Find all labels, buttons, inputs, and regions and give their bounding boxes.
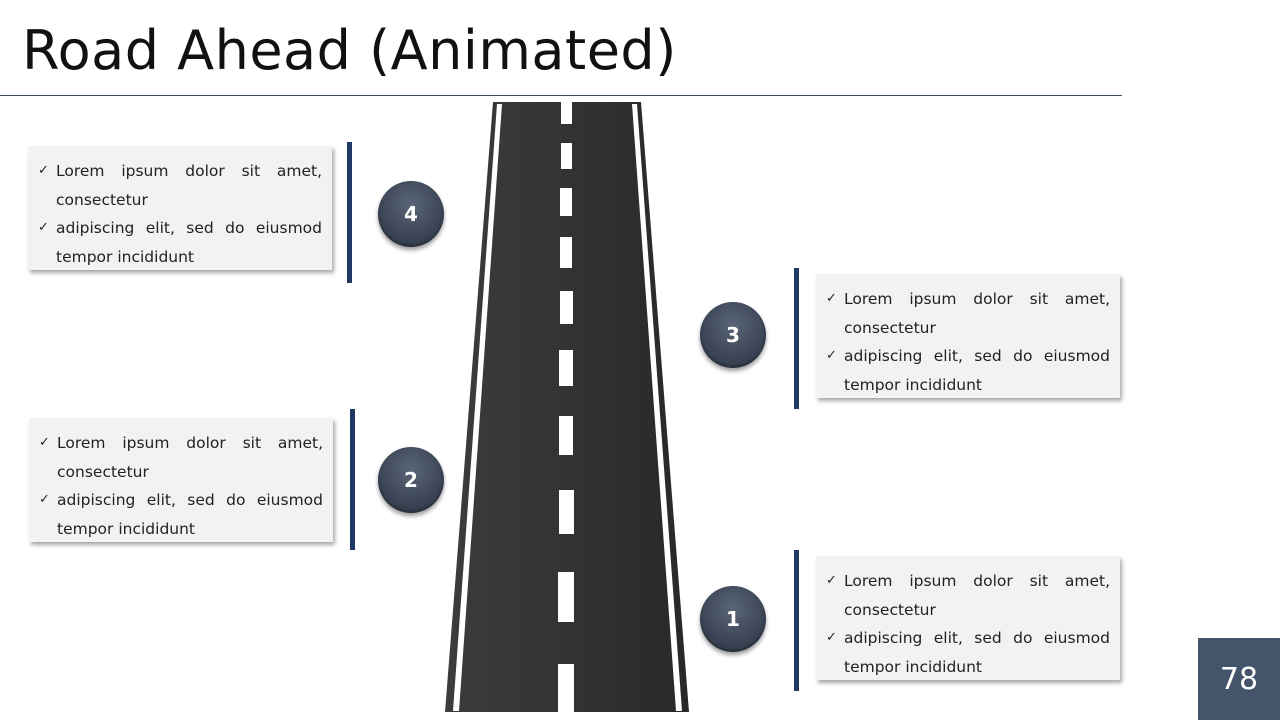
- check-icon: ✓: [39, 492, 50, 507]
- step-2-number-badge: 2: [378, 447, 444, 513]
- step-4-number-badge: 4: [378, 181, 444, 247]
- step-1-bullet: ✓ adipiscing elit, sed do eiusmod tempor…: [826, 624, 1110, 681]
- road-right-edge-line: [632, 104, 682, 711]
- check-icon: ✓: [826, 630, 837, 645]
- step-4-bullet: ✓ Lorem ipsum dolor sit amet, consectetu…: [38, 157, 322, 214]
- center-dash: [560, 291, 573, 324]
- check-icon: ✓: [826, 573, 837, 588]
- center-dash: [561, 102, 572, 124]
- center-dash: [559, 350, 573, 386]
- check-icon: ✓: [826, 348, 837, 363]
- step-3-accent-bar: [794, 268, 799, 409]
- page-number-badge: 78: [1198, 638, 1280, 720]
- check-icon: ✓: [39, 435, 50, 450]
- step-2-bullet-text: adipiscing elit, sed do eiusmod tempor i…: [57, 491, 323, 538]
- step-3-bullet-text: Lorem ipsum dolor sit amet, consectetur: [844, 290, 1110, 337]
- step-4-bullet-text: Lorem ipsum dolor sit amet, consectetur: [56, 162, 322, 209]
- step-3-card: ✓ Lorem ipsum dolor sit amet, consectetu…: [816, 274, 1120, 398]
- step-3-number-badge: 3: [700, 302, 766, 368]
- center-dash: [560, 188, 572, 216]
- step-2-bullet-text: Lorem ipsum dolor sit amet, consectetur: [57, 434, 323, 481]
- step-4-bullet: ✓ adipiscing elit, sed do eiusmod tempor…: [38, 214, 322, 271]
- center-dash: [558, 664, 574, 712]
- step-2-bullet: ✓ Lorem ipsum dolor sit amet, consectetu…: [39, 429, 323, 486]
- step-1-accent-bar: [794, 550, 799, 691]
- step-4-bullet-text: adipiscing elit, sed do eiusmod tempor i…: [56, 219, 322, 266]
- step-1-card: ✓ Lorem ipsum dolor sit amet, consectetu…: [816, 556, 1120, 680]
- step-3-bullet: ✓ adipiscing elit, sed do eiusmod tempor…: [826, 342, 1110, 399]
- step-2-accent-bar: [350, 409, 355, 550]
- check-icon: ✓: [38, 163, 49, 178]
- step-2-bullet: ✓ adipiscing elit, sed do eiusmod tempor…: [39, 486, 323, 543]
- check-icon: ✓: [38, 220, 49, 235]
- road-left-edge-line: [453, 104, 502, 711]
- step-2-card: ✓ Lorem ipsum dolor sit amet, consectetu…: [29, 418, 333, 542]
- check-icon: ✓: [826, 291, 837, 306]
- step-1-number-badge: 1: [700, 586, 766, 652]
- page-title: Road Ahead (Animated): [22, 19, 677, 82]
- road-center-dashes: [558, 102, 574, 712]
- center-dash: [559, 490, 574, 534]
- road-surface: [445, 102, 689, 712]
- step-1-bullet-text: adipiscing elit, sed do eiusmod tempor i…: [844, 629, 1110, 676]
- center-dash: [561, 143, 572, 169]
- center-dash: [559, 416, 573, 455]
- step-4-accent-bar: [347, 142, 352, 283]
- step-3-bullet-text: adipiscing elit, sed do eiusmod tempor i…: [844, 347, 1110, 394]
- step-1-bullet: ✓ Lorem ipsum dolor sit amet, consectetu…: [826, 567, 1110, 624]
- center-dash: [560, 237, 572, 268]
- step-3-bullet: ✓ Lorem ipsum dolor sit amet, consectetu…: [826, 285, 1110, 342]
- step-1-bullet-text: Lorem ipsum dolor sit amet, consectetur: [844, 572, 1110, 619]
- title-divider: [0, 95, 1122, 96]
- step-4-card: ✓ Lorem ipsum dolor sit amet, consectetu…: [28, 146, 332, 270]
- center-dash: [558, 572, 574, 622]
